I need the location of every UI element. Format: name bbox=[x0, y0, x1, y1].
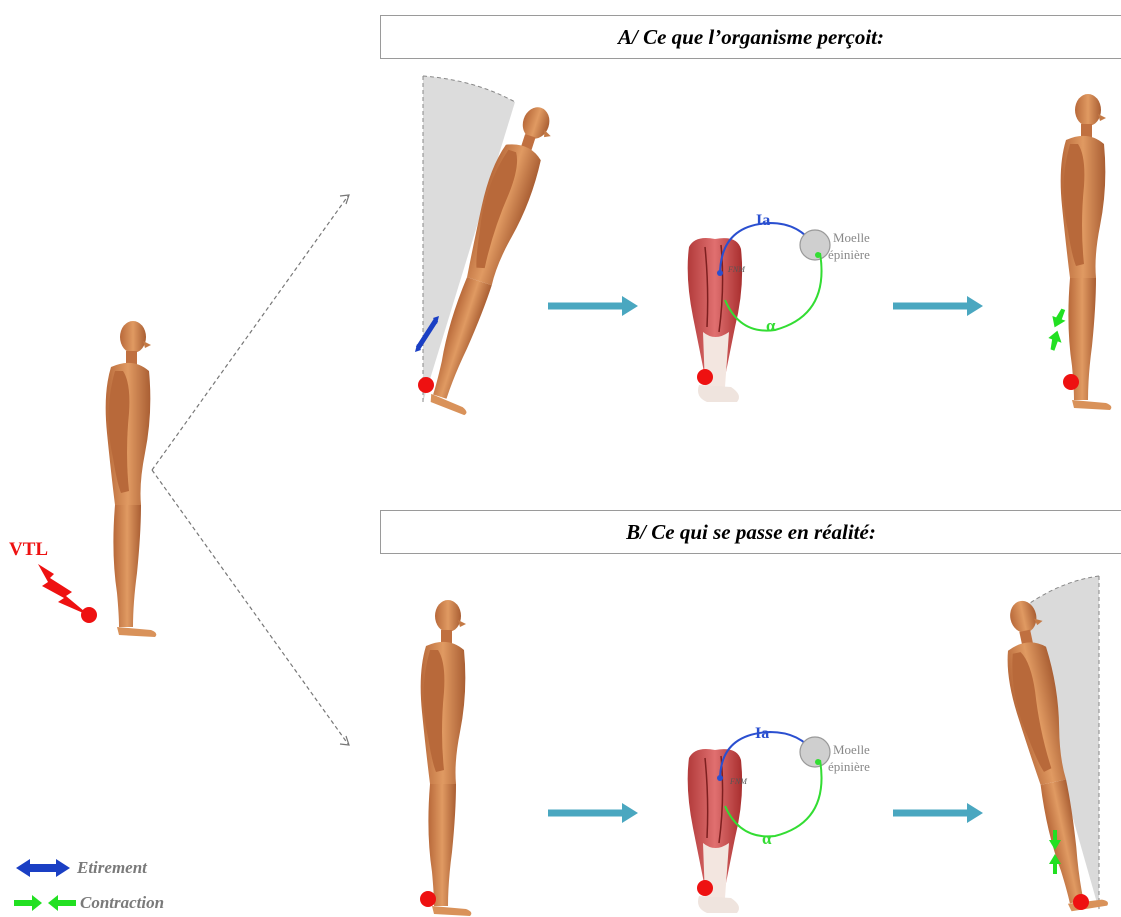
panel-a-corrected-person bbox=[1050, 88, 1121, 408]
panel-b-spinal-line1: Moelle bbox=[833, 742, 870, 758]
stretch-icon bbox=[413, 314, 441, 354]
legend-contraction-label: Contraction bbox=[80, 893, 164, 913]
panel-b-flow-arrow-2 bbox=[893, 802, 988, 824]
panel-b-ia-label: Ia bbox=[755, 725, 769, 743]
panel-a-leaning-person bbox=[415, 72, 545, 407]
panel-a-spinal-line2: épinière bbox=[828, 247, 870, 263]
stretch-legend-icon bbox=[16, 857, 70, 879]
panel-b-contraction-icon bbox=[1045, 828, 1065, 876]
panel-b-fnm-label: FNM bbox=[730, 777, 747, 786]
panel-a-spinal-line1: Moelle bbox=[833, 230, 870, 246]
vtl-label: VTL bbox=[9, 539, 48, 561]
panel-a-flow-arrow-2 bbox=[893, 295, 988, 317]
panel-b-flow-arrow-1 bbox=[548, 802, 643, 824]
panel-b-ankle-point bbox=[419, 890, 437, 908]
contraction-legend-icon bbox=[14, 893, 76, 913]
panel-a-ankle-point-right bbox=[1062, 373, 1080, 391]
panel-a-reflex-diagram bbox=[680, 205, 920, 405]
panel-a-alpha-label: α bbox=[766, 316, 776, 336]
panel-b-upright-person bbox=[405, 598, 485, 916]
panel-b-spinal-line2: épinière bbox=[828, 759, 870, 775]
legend-stretch-label: Etirement bbox=[77, 858, 147, 878]
stimulus-point bbox=[80, 606, 100, 626]
initial-person-figure bbox=[85, 315, 165, 635]
panel-b-ankle-point-right bbox=[1072, 893, 1090, 911]
panel-b-reflex-diagram bbox=[680, 718, 920, 917]
contraction-icon bbox=[1044, 306, 1068, 352]
panel-a-ia-label: Ia bbox=[756, 212, 770, 230]
panel-b-alpha-label: α bbox=[762, 829, 772, 849]
panel-a-fnm-label: FNM bbox=[728, 265, 745, 274]
panel-a-ankle-point bbox=[417, 376, 435, 394]
panel-a-flow-arrow-1 bbox=[548, 295, 643, 317]
